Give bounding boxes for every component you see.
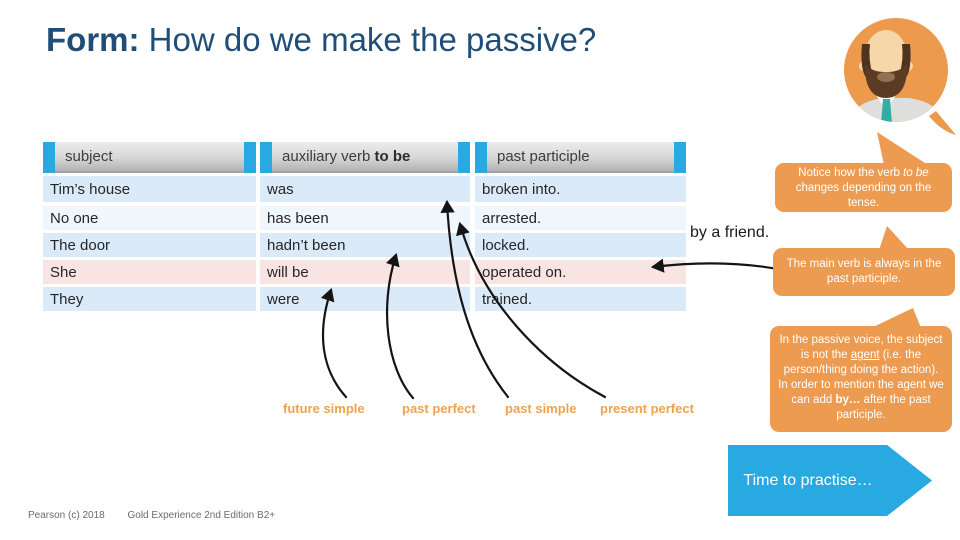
teacher-avatar-illustration xyxy=(844,18,956,135)
avatar-head xyxy=(865,30,907,82)
tense-label-present-perfect: present perfect xyxy=(600,401,694,416)
avatar-shoulders xyxy=(847,98,945,122)
subject-cell: The door xyxy=(43,233,256,257)
participle-cell: broken into. xyxy=(475,176,686,202)
aux-cell: will be xyxy=(260,260,470,284)
footer: Pearson (c) 2018 Gold Experience 2nd Edi… xyxy=(28,510,275,521)
avatar-hair-left xyxy=(861,44,873,76)
page-title: Form: How do we make the passive? xyxy=(46,20,596,60)
subject-cell: Tim’s house xyxy=(43,176,256,202)
callout-agent-note: In the passive voice, the subject is not… xyxy=(770,326,952,432)
edition-text: Gold Experience 2nd Edition B2+ xyxy=(127,510,276,521)
avatar-tie xyxy=(881,99,892,122)
time-to-practise-banner: Time to practise… xyxy=(728,445,932,516)
participle-cell: arrested. xyxy=(475,206,686,230)
participle-cell: operated on. xyxy=(475,260,686,284)
callout-pointer-main-verb xyxy=(879,226,909,250)
aux-cell: were xyxy=(260,287,470,311)
subject-cell: No one xyxy=(43,206,256,230)
header-past-participle: past participle xyxy=(475,142,686,173)
title-keyword: Form: xyxy=(46,21,140,58)
copyright-text: Pearson (c) 2018 xyxy=(28,510,105,521)
aux-cell: was xyxy=(260,176,470,202)
participle-cell: trained. xyxy=(475,287,686,311)
header-auxiliary-verb: auxiliary verb to be xyxy=(260,142,470,173)
tense-label-past-simple: past simple xyxy=(505,401,577,416)
by-agent-text: by a friend. xyxy=(690,224,770,241)
subject-cell: They xyxy=(43,287,256,311)
tense-label-past-perfect: past perfect xyxy=(402,401,476,416)
avatar-beard xyxy=(864,64,908,98)
table-row: No one has been arrested. xyxy=(43,206,686,230)
subject-cell: She xyxy=(43,260,256,284)
table-row-highlighted: She will be operated on. xyxy=(43,260,686,284)
table-row: They were trained. xyxy=(43,287,686,311)
callout-pointer-agent xyxy=(871,308,921,328)
tense-label-future-simple: future simple xyxy=(283,401,365,416)
avatar-speech-tail xyxy=(929,111,956,135)
title-question: How do we make the passive? xyxy=(139,21,597,58)
callout-notice-tense: Notice how the verb to be changes depend… xyxy=(775,163,952,212)
participle-cell: locked. xyxy=(475,233,686,257)
avatar xyxy=(843,8,960,158)
aux-cell: has been xyxy=(260,206,470,230)
header-subject: subject xyxy=(43,142,256,173)
callout-main-verb: The main verb is always in the past part… xyxy=(773,248,955,296)
aux-cell: hadn’t been xyxy=(260,233,470,257)
table-row: The door hadn’t been locked. xyxy=(43,233,686,257)
passive-forms-table: subject auxiliary verb to be past partic… xyxy=(43,142,686,317)
avatar-hair-right xyxy=(899,44,911,76)
table-row: Tim’s house was broken into. xyxy=(43,176,686,202)
